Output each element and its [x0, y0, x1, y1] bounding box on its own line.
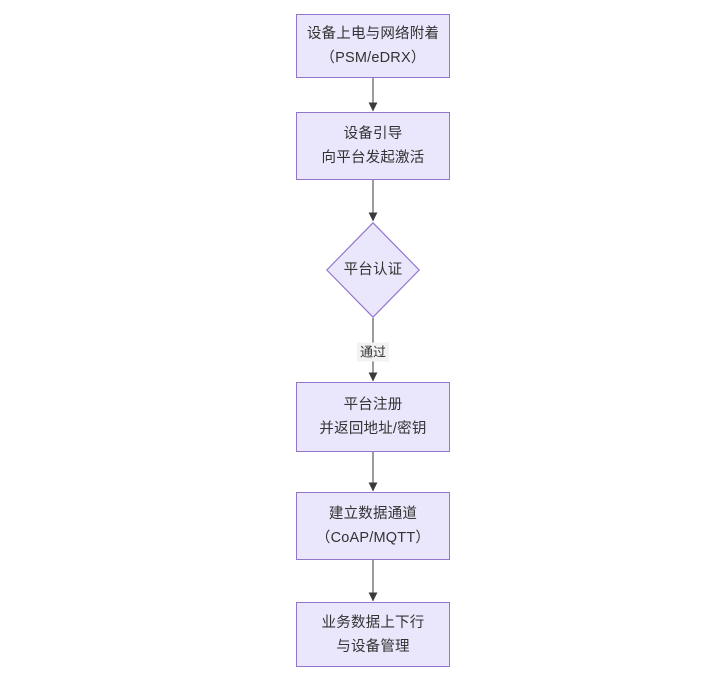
node-platform-register[interactable]: 平台注册 并返回地址/密钥	[296, 382, 450, 452]
node-bootstrap-line2: 向平台发起激活	[321, 150, 425, 166]
node-data-channel-line1: 建立数据通道	[328, 506, 418, 522]
node-power-on-line2: （PSM/eDRX）	[320, 50, 426, 66]
node-data-channel-line2: （CoAP/MQTT）	[315, 530, 431, 546]
node-platform-register-line2: 并返回地址/密钥	[319, 421, 427, 437]
node-power-on-line1: 设备上电与网络附着	[306, 26, 440, 42]
edge-label-pass: 通过	[356, 342, 390, 362]
node-service-data-line2: 与设备管理	[336, 638, 410, 655]
diamond-shape	[326, 222, 420, 318]
node-bootstrap-line1: 设备引导	[343, 126, 403, 142]
node-bootstrap[interactable]: 设备引导 向平台发起激活	[296, 112, 450, 180]
node-platform-auth-label: 平台认证	[343, 262, 403, 278]
node-data-channel[interactable]: 建立数据通道 （CoAP/MQTT）	[296, 492, 450, 560]
node-platform-auth[interactable]: 平台认证	[326, 222, 420, 318]
node-power-on[interactable]: 设备上电与网络附着 （PSM/eDRX）	[296, 14, 450, 78]
node-platform-register-line1: 平台注册	[343, 397, 403, 413]
node-service-data[interactable]: 业务数据上下行 与设备管理	[296, 602, 450, 667]
node-service-data-line1: 业务数据上下行	[321, 614, 425, 631]
